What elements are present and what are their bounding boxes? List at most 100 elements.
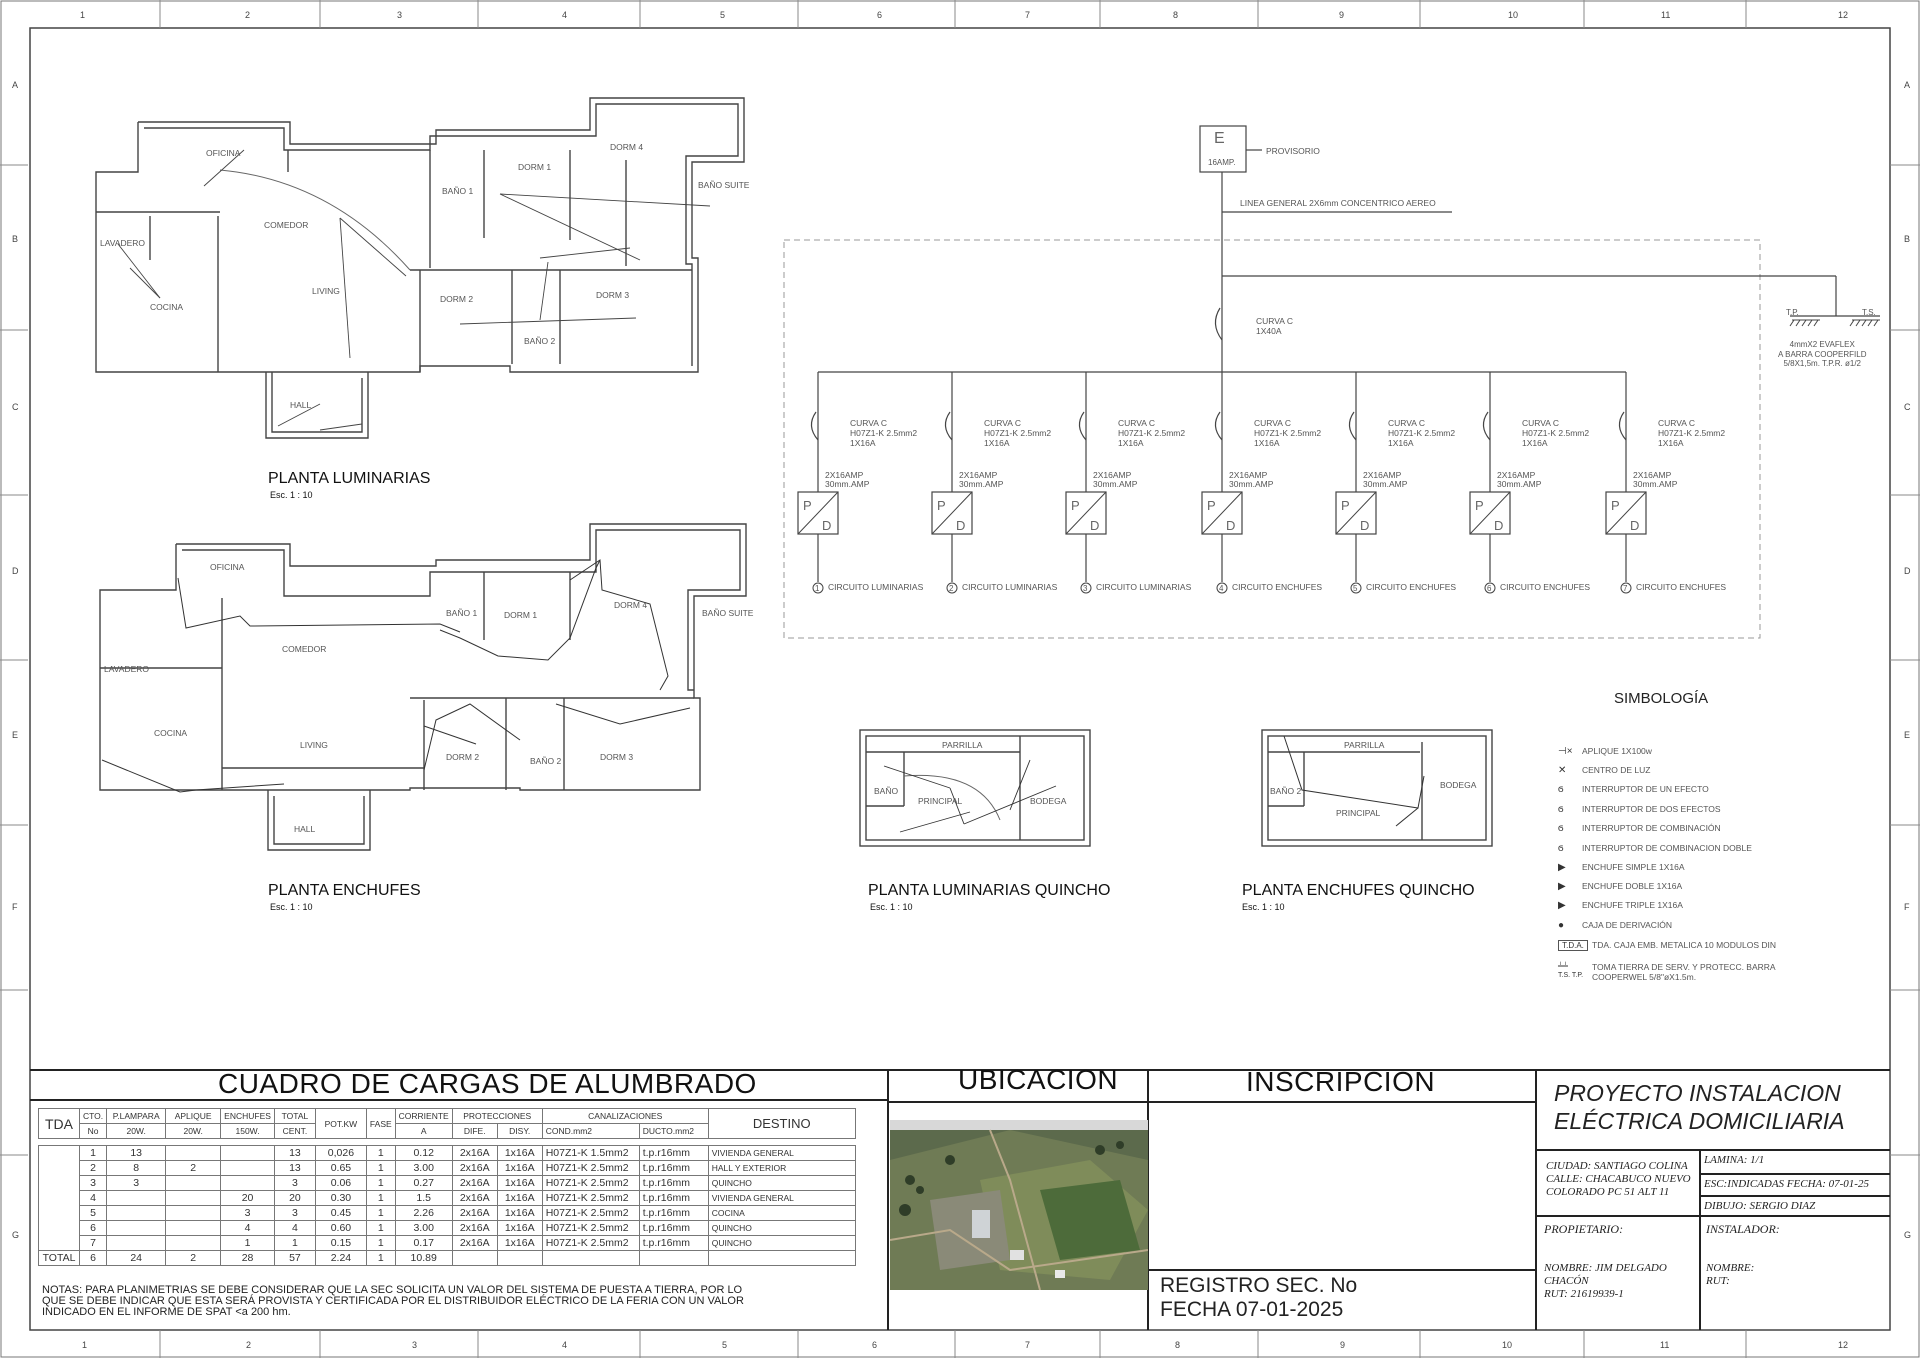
- registro-sec: REGISTRO SEC. No: [1160, 1274, 1358, 1297]
- provisorio-label: PROVISORIO: [1266, 146, 1320, 156]
- simbologia-item: ▶ ENCHUFE SIMPLE 1X16A: [1558, 862, 1685, 873]
- room-label: BAÑO: [874, 786, 899, 796]
- inscripcion-title: INSCRIPCION: [1246, 1066, 1436, 1097]
- cell-aplique: [165, 1220, 222, 1236]
- cell-cto: 1: [78, 1145, 108, 1161]
- cell-cond: H07Z1-K 2.5mm2: [541, 1205, 640, 1221]
- grid-col-bottom-2: 2: [246, 1340, 251, 1350]
- cell-ducto: t.p.r16mm: [638, 1160, 709, 1176]
- total-pot: 2.24: [314, 1250, 367, 1266]
- differential-label: 30mm.AMP: [825, 479, 870, 489]
- room-label: BAÑO 1: [446, 608, 478, 618]
- total-cto: 6: [78, 1250, 108, 1266]
- cuadro-table: TDA CTO. P.LAMPARA APLIQUE ENCHUFES TOTA…: [38, 1108, 856, 1266]
- circuit-number: 1: [815, 584, 820, 593]
- plan-enchufes-quincho-title: PLANTA ENCHUFES QUINCHO: [1242, 882, 1475, 899]
- grid-row-right-A: A: [1904, 80, 1910, 90]
- breaker-label: 1X16A: [850, 438, 876, 448]
- grid-col-bottom-6: 6: [872, 1340, 877, 1350]
- grid-col-bottom-11: 11: [1660, 1340, 1669, 1350]
- cell-pot: 0.06: [314, 1175, 367, 1191]
- escala-fecha: ESC:INDICADAS FECHA: 07-01-25: [1704, 1178, 1869, 1190]
- differential-label: 30mm.AMP: [1363, 479, 1408, 489]
- outlet-2-icon: ▶: [1558, 881, 1566, 892]
- differential-label: 2X16AMP: [825, 470, 864, 480]
- cell-pot: 0.65: [314, 1160, 367, 1176]
- breaker-label: 1X16A: [1658, 438, 1684, 448]
- title-block-lines: [30, 1069, 1890, 1330]
- circuit-label: CIRCUITO LUMINARIAS: [962, 582, 1058, 592]
- junction-box-icon: ●: [1558, 920, 1565, 931]
- cell-ducto: t.p.r16mm: [638, 1235, 709, 1251]
- plan-enchufes-wiring: [101, 559, 691, 793]
- centro-luz-icon: ✕: [1558, 765, 1567, 776]
- circuit-number: 2: [949, 584, 954, 593]
- pd-label-d: D: [956, 518, 965, 533]
- breaker-label: CURVA C: [1254, 418, 1291, 428]
- cell-disy: 1x16A: [496, 1160, 543, 1176]
- cell-corriente: 3.00: [394, 1160, 453, 1176]
- circuit-number-circle: [812, 582, 824, 594]
- simbologia-label: INTERRUPTOR DE DOS EFECTOS: [1582, 804, 1721, 814]
- room-label: BODEGA: [1440, 780, 1477, 790]
- cell-fase: 1: [365, 1175, 396, 1191]
- simbologia-item: ⊣×APLIQUE 1X100w: [1558, 746, 1652, 757]
- main-breaker-symbol: [1214, 307, 1223, 341]
- cell-corriente: 0.12: [394, 1145, 453, 1161]
- cell-pot: 0.15: [314, 1235, 367, 1251]
- pd-label-d: D: [1630, 518, 1639, 533]
- grid-row-left-C: C: [12, 402, 19, 412]
- cell-enchufes: 1: [220, 1235, 275, 1251]
- grid-row-left-D: D: [12, 566, 19, 576]
- cell-disy: 1x16A: [496, 1175, 543, 1191]
- circuit-label: CIRCUITO ENCHUFES: [1232, 582, 1322, 592]
- th-corriente: CORRIENTE: [394, 1108, 453, 1124]
- breaker-label: 1X16A: [984, 438, 1010, 448]
- grid-row-left-F: F: [12, 902, 18, 912]
- room-label: DORM 3: [600, 752, 634, 762]
- cell-cond: H07Z1-K 2.5mm2: [541, 1220, 640, 1236]
- breaker-symbol: [1078, 411, 1087, 441]
- cell-aplique: [165, 1190, 222, 1206]
- meter-amp: 16AMP.: [1208, 158, 1236, 167]
- cell-disy: 1x16A: [496, 1235, 543, 1251]
- grid-col-top-3: 3: [397, 10, 402, 20]
- plan-luminarias-quincho: [859, 729, 1091, 847]
- circuit-number: 7: [1623, 584, 1628, 593]
- th-fase: FASE: [365, 1108, 396, 1139]
- cell-dife: 2x16A: [451, 1235, 498, 1251]
- circuit-number: 6: [1487, 584, 1492, 593]
- room-label: HALL: [294, 824, 316, 834]
- cell-total: 4: [273, 1220, 316, 1236]
- cell-destino: VIVIENDA GENERAL: [707, 1190, 856, 1206]
- breaker-label: CURVA C: [1118, 418, 1155, 428]
- cell-cto: 2: [78, 1160, 108, 1176]
- pd-label-d: D: [1360, 518, 1369, 533]
- cell-corriente: 0.17: [394, 1235, 453, 1251]
- cell-plampara: [106, 1205, 167, 1221]
- project-title-2: ELÉCTRICA DOMICILIARIA: [1554, 1108, 1845, 1134]
- switch-comb2-icon: ϭ: [1558, 843, 1564, 854]
- plan-luminarias-quincho-title: PLANTA LUMINARIAS QUINCHO: [868, 882, 1111, 899]
- plan-luminarias-title: PLANTA LUMINARIAS: [268, 470, 431, 487]
- total-fase: 1: [365, 1250, 396, 1266]
- room-label: PRINCIPAL: [1336, 808, 1381, 818]
- differential-label: 2X16AMP: [1229, 470, 1268, 480]
- room-label: BAÑO SUITE: [698, 180, 750, 190]
- outlet-1-icon: ▶: [1558, 862, 1566, 873]
- cell-corriente: 3.00: [394, 1220, 453, 1236]
- simbologia-label: ENCHUFE SIMPLE 1X16A: [1582, 862, 1685, 872]
- outlet-3-icon: ▶: [1558, 900, 1566, 911]
- grid-col-bottom-5: 5: [722, 1340, 727, 1350]
- grid-row-left-B: B: [12, 234, 18, 244]
- room-label: BAÑO SUITE: [702, 608, 754, 618]
- breaker-label: CURVA C: [850, 418, 887, 428]
- cuadro-notas: NOTAS: PARA PLANIMETRIAS SE DEBE CONSIDE…: [42, 1284, 744, 1318]
- circuit-number: 4: [1219, 584, 1224, 593]
- th-plampara-w: 20W.: [106, 1123, 167, 1139]
